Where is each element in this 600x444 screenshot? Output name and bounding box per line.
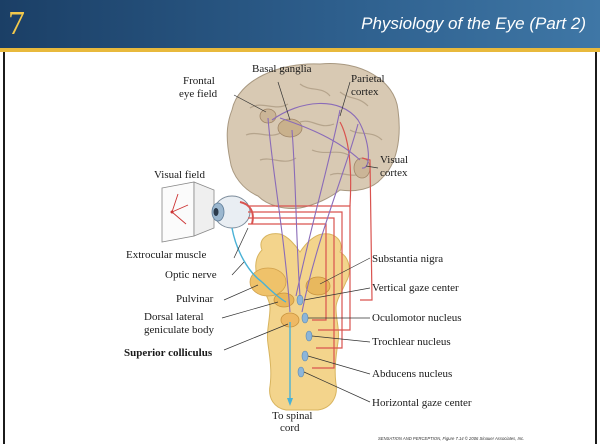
figure-credit: SENSATION AND PERCEPTION, Figure 7.14 © … xyxy=(378,436,524,441)
label-frontal-eye-field-2: eye field xyxy=(179,88,218,100)
pulvinar-region xyxy=(250,268,286,296)
label-parietal-cortex-2: cortex xyxy=(351,86,379,98)
label-pulvinar: Pulvinar xyxy=(176,293,214,305)
label-superior-colliculus: Superior colliculus xyxy=(124,347,213,359)
label-extraocular-muscle: Extrocular muscle xyxy=(126,249,206,261)
visual-field-diagram xyxy=(162,182,214,242)
label-frontal-eye-field-1: Frontal xyxy=(183,75,215,87)
label-abducens-nucleus: Abducens nucleus xyxy=(372,368,452,380)
label-visual-field: Visual field xyxy=(154,169,205,181)
label-basal-ganglia: Basal ganglia xyxy=(252,63,312,75)
label-horizontal-gaze-center: Horizontal gaze center xyxy=(372,397,472,409)
horizontal-gaze-nucleus xyxy=(298,367,304,377)
label-to-spinal-cord-2: cord xyxy=(280,422,300,434)
vertical-gaze-nucleus xyxy=(297,295,303,305)
abducens-nucleus-marker xyxy=(302,351,308,361)
label-dorsal-lateral-1: Dorsal lateral xyxy=(144,311,204,323)
label-dorsal-lateral-2: geniculate body xyxy=(144,324,214,336)
label-parietal-cortex-1: Parietal xyxy=(351,73,385,85)
label-substantia-nigra: Substantia nigra xyxy=(372,253,443,265)
label-trochlear-nucleus: Trochlear nucleus xyxy=(372,336,451,348)
label-optic-nerve: Optic nerve xyxy=(165,269,217,281)
oculomotor-nucleus-marker xyxy=(302,313,308,323)
eyeball xyxy=(212,196,253,228)
label-visual-cortex-1: Visual xyxy=(380,154,408,166)
trochlear-nucleus-marker xyxy=(306,331,312,341)
label-vertical-gaze-center: Vertical gaze center xyxy=(372,282,459,294)
label-oculomotor-nucleus: Oculomotor nucleus xyxy=(372,312,462,324)
label-visual-cortex-2: cortex xyxy=(380,167,408,179)
label-to-spinal-cord-1: To spinal xyxy=(272,410,312,422)
